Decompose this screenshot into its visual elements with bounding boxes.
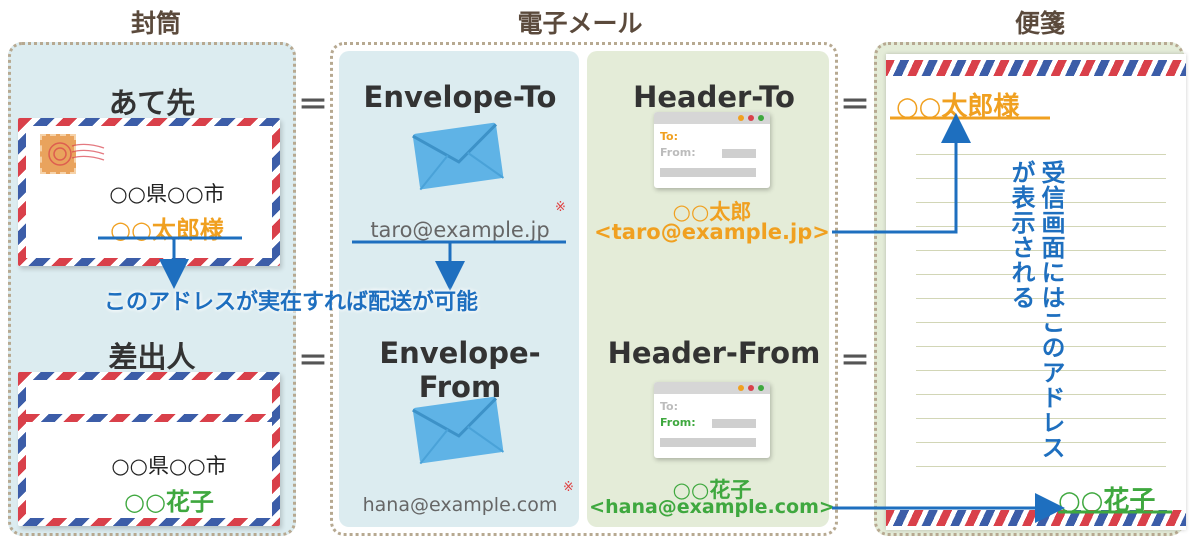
bridge-note: このアドレスが実在すれば配送が可能 bbox=[104, 290, 479, 315]
mail-window-icon: To: From: bbox=[654, 112, 770, 188]
envelope-to-heading: Envelope-To bbox=[363, 80, 557, 114]
mini-to-label: To: bbox=[660, 130, 678, 143]
to-city-text: ○○県○○市 bbox=[109, 182, 225, 206]
from-heading: 差出人 bbox=[108, 340, 196, 374]
letter-stripe-top bbox=[886, 60, 1186, 76]
envelope-flap-stripe bbox=[26, 414, 272, 422]
section-title-email: 電子メール bbox=[517, 9, 643, 38]
stamp-icon bbox=[40, 134, 105, 174]
mail-window-icon: To: From: bbox=[654, 382, 770, 458]
airmail-envelope-to: ○○県○○市 ○○太郎様 bbox=[18, 118, 280, 266]
header-from-heading: Header-From bbox=[607, 336, 821, 370]
header-to-address: <taro@example.jp> bbox=[594, 220, 830, 244]
ref-mark: ※ bbox=[563, 480, 574, 495]
section-title-envelope: 封筒 bbox=[130, 9, 181, 38]
mail-envelope-icon bbox=[412, 396, 504, 465]
letter-vertical-note: 受信画面にはこのアドレスが表示される bbox=[1007, 160, 1065, 460]
letter-paper bbox=[886, 54, 1186, 530]
to-heading: あて先 bbox=[108, 86, 196, 120]
header-from-address: <hana@example.com> bbox=[589, 496, 835, 518]
envelope-from-heading: Envelope-From bbox=[379, 336, 541, 404]
envelope-from-address: hana@example.com bbox=[362, 494, 558, 516]
mini-to-label: To: bbox=[660, 400, 678, 413]
header-to-heading: Header-To bbox=[633, 80, 795, 114]
equals-sign-from-letter: ＝ bbox=[840, 344, 870, 379]
header-from-name: ○○花子 bbox=[672, 478, 752, 502]
mini-from-label: From: bbox=[660, 146, 696, 159]
section-title-letter: 便箋 bbox=[1014, 9, 1065, 38]
mini-from-label: From: bbox=[660, 416, 696, 429]
equals-sign-from-envelope: ＝ bbox=[298, 344, 328, 379]
equals-sign-to-letter: ＝ bbox=[840, 88, 870, 123]
airmail-envelope-from: ○○県○○市 ○○花子 bbox=[18, 372, 280, 526]
from-city-text: ○○県○○市 bbox=[111, 454, 227, 478]
envelope-to-address: taro@example.jp bbox=[370, 218, 550, 242]
from-name-text: ○○花子 bbox=[124, 488, 214, 516]
equals-sign-to-envelope: ＝ bbox=[298, 88, 328, 123]
header-to-name: ○○太郎 bbox=[672, 200, 752, 224]
ref-mark: ※ bbox=[555, 200, 566, 215]
mail-envelope-icon bbox=[412, 122, 504, 191]
